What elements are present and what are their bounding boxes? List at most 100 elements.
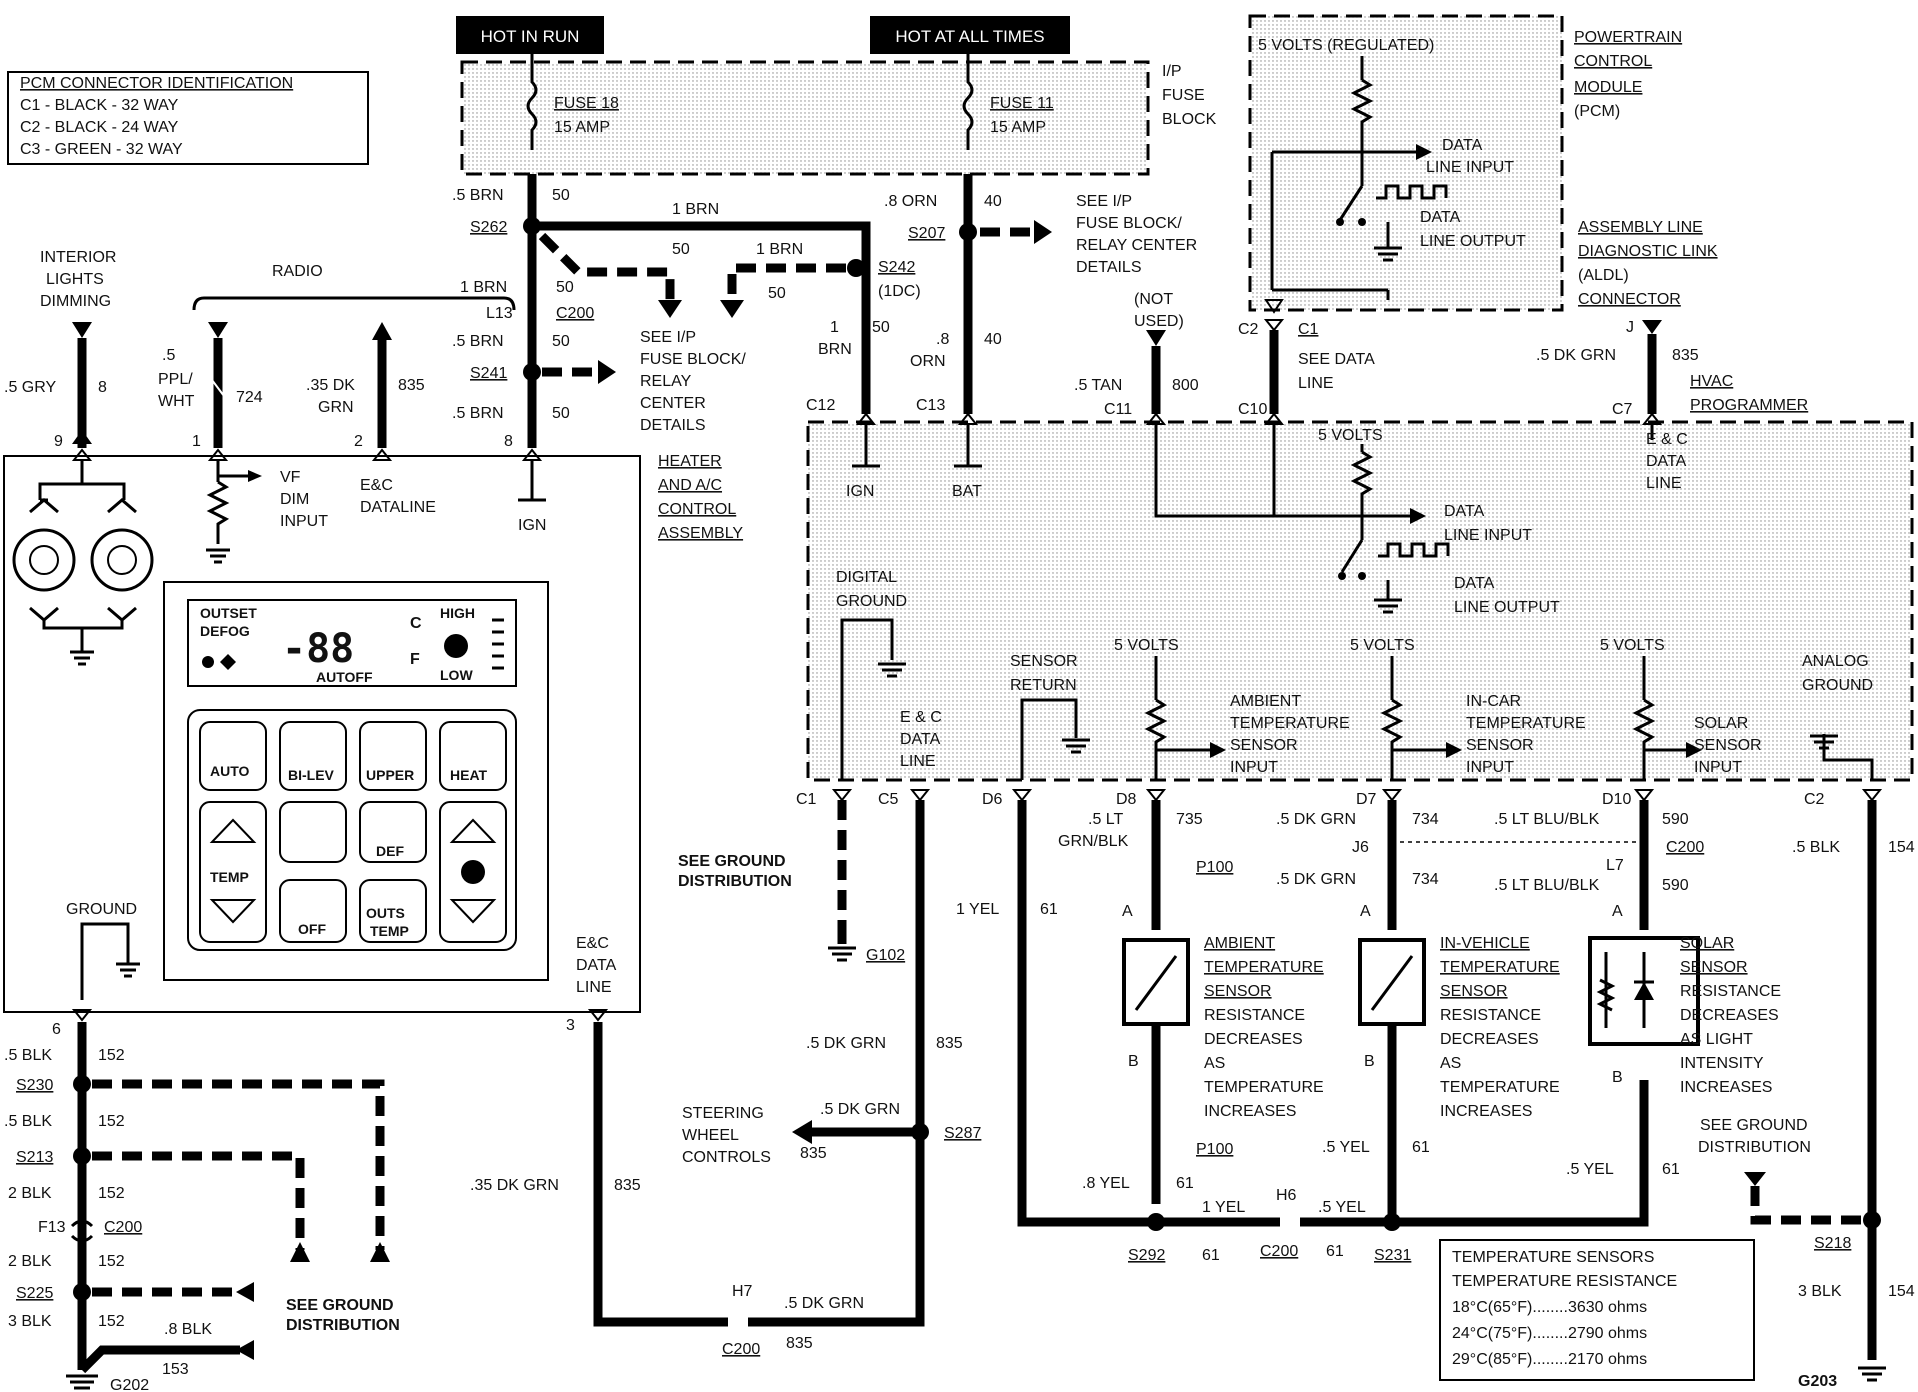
svg-text:FUSE BLOCK/: FUSE BLOCK/ xyxy=(1076,215,1182,232)
svg-text:ASSEMBLY LINE: ASSEMBLY LINE xyxy=(1578,219,1703,236)
svg-text:61: 61 xyxy=(1202,1247,1220,1264)
svg-text:61: 61 xyxy=(1412,1139,1430,1156)
svg-text:GROUND: GROUND xyxy=(66,901,137,918)
fan-up-icon xyxy=(449,818,497,843)
svg-text:C200: C200 xyxy=(722,1341,760,1358)
svg-text:SEE GROUND: SEE GROUND xyxy=(678,853,786,870)
hot-at-all-times-label: HOT AT ALL TIMES xyxy=(895,27,1044,46)
svg-text:835: 835 xyxy=(1672,347,1699,364)
svg-text:RELAY CENTER: RELAY CENTER xyxy=(1076,237,1197,254)
svg-text:AS: AS xyxy=(1440,1055,1461,1072)
svg-text:F: F xyxy=(410,651,420,668)
svg-text:TEMPERATURE: TEMPERATURE xyxy=(1440,959,1560,976)
hot-in-run-header: HOT IN RUN xyxy=(456,16,604,54)
svg-text:DEFOG: DEFOG xyxy=(200,623,250,639)
svg-text:2 BLK: 2 BLK xyxy=(8,1185,52,1202)
svg-text:SEE I/P: SEE I/P xyxy=(640,329,696,346)
svg-text:DETAILS: DETAILS xyxy=(1076,259,1142,276)
svg-text:C12: C12 xyxy=(806,397,835,414)
svg-text:RETURN: RETURN xyxy=(1010,677,1077,694)
svg-text:SEE DATA: SEE DATA xyxy=(1298,351,1375,368)
svg-text:INCREASES: INCREASES xyxy=(1680,1079,1772,1096)
svg-text:.8 YEL: .8 YEL xyxy=(1082,1175,1130,1192)
svg-text:C2: C2 xyxy=(1238,321,1259,338)
svg-text:2 BLK: 2 BLK xyxy=(8,1253,52,1270)
svg-text:735: 735 xyxy=(1176,811,1203,828)
svg-text:L7: L7 xyxy=(1606,857,1624,874)
svg-text:SOLAR: SOLAR xyxy=(1680,935,1734,952)
pcm-dlo-1: DATA xyxy=(1420,209,1461,226)
svg-text:.5: .5 xyxy=(162,347,175,364)
svg-text:ANALOG: ANALOG xyxy=(1802,653,1869,670)
svg-text:1 YEL: 1 YEL xyxy=(956,901,999,918)
svg-text:.35 DK GRN: .35 DK GRN xyxy=(470,1177,559,1194)
outside-temp-button[interactable] xyxy=(359,879,427,943)
hot-in-run-label: HOT IN RUN xyxy=(481,27,580,46)
svg-text:.5 BLK: .5 BLK xyxy=(1792,839,1840,856)
svg-text:.5 BRN: .5 BRN xyxy=(452,187,504,204)
svg-text:J6: J6 xyxy=(1352,839,1369,856)
svg-text:G102: G102 xyxy=(866,947,905,964)
upper-button[interactable] xyxy=(359,721,427,791)
svg-text:E & C: E & C xyxy=(1646,431,1688,448)
off-button[interactable] xyxy=(279,879,347,943)
auto-button[interactable] xyxy=(199,721,267,791)
def-button[interactable] xyxy=(359,801,427,863)
svg-text:L13: L13 xyxy=(486,305,513,322)
svg-text:INCREASES: INCREASES xyxy=(1204,1103,1296,1120)
svg-text:INPUT: INPUT xyxy=(280,513,328,530)
fuse-11-amp: 15 AMP xyxy=(990,119,1046,136)
svg-text:E & C: E & C xyxy=(900,709,942,726)
svg-text:WHEEL: WHEEL xyxy=(682,1127,739,1144)
svg-text:61: 61 xyxy=(1176,1175,1194,1192)
svg-text:C1: C1 xyxy=(796,791,817,808)
svg-text:AND A/C: AND A/C xyxy=(658,477,722,494)
svg-text:C5: C5 xyxy=(878,791,899,808)
hvac-internals: IGN BAT 5 VOLTS DATA LINE INPUT DATA LIN… xyxy=(836,412,1874,780)
svg-text:590: 590 xyxy=(1662,877,1689,894)
svg-text:835: 835 xyxy=(398,377,425,394)
svg-text:5 VOLTS: 5 VOLTS xyxy=(1600,637,1665,654)
svg-text:ORN: ORN xyxy=(910,353,946,370)
svg-text:40: 40 xyxy=(984,331,1002,348)
svg-text:CONNECTOR: CONNECTOR xyxy=(1578,291,1681,308)
svg-text:SOLAR: SOLAR xyxy=(1694,715,1748,732)
svg-text:AUTOFF: AUTOFF xyxy=(316,669,373,685)
heat-button[interactable] xyxy=(439,721,507,791)
svg-text:B: B xyxy=(1128,1053,1139,1070)
svg-text:154: 154 xyxy=(1888,839,1915,856)
svg-text:5 VOLTS: 5 VOLTS xyxy=(1350,637,1415,654)
svg-text:SEE GROUND: SEE GROUND xyxy=(1700,1117,1808,1134)
svg-text:.5 BLK: .5 BLK xyxy=(4,1047,52,1064)
svg-text:RESISTANCE: RESISTANCE xyxy=(1680,983,1781,1000)
svg-text:GROUND: GROUND xyxy=(836,593,907,610)
svg-text:DATA: DATA xyxy=(1646,453,1687,470)
svg-text:.8 ORN: .8 ORN xyxy=(884,193,937,210)
svg-text:PROGRAMMER: PROGRAMMER xyxy=(1690,397,1808,414)
svg-text:E&C: E&C xyxy=(576,935,609,952)
svg-text:SENSOR: SENSOR xyxy=(1694,737,1762,754)
svg-text:.5 DK GRN: .5 DK GRN xyxy=(820,1101,900,1118)
floor-defog-button[interactable] xyxy=(279,801,347,863)
fan-display-icon xyxy=(444,634,468,658)
svg-text:D6: D6 xyxy=(982,791,1003,808)
svg-text:8: 8 xyxy=(504,433,513,450)
svg-text:INPUT: INPUT xyxy=(1466,759,1514,776)
pcm-title-3: MODULE xyxy=(1574,79,1642,96)
svg-text:1 BRN: 1 BRN xyxy=(756,241,803,258)
hot-at-all-times-header: HOT AT ALL TIMES xyxy=(870,16,1070,54)
svg-text:DECREASES: DECREASES xyxy=(1204,1031,1303,1048)
svg-text:BI-LEV: BI-LEV xyxy=(288,767,335,783)
svg-text:HEAT: HEAT xyxy=(450,767,488,783)
pcm-id-c3: C3 - GREEN - 32 WAY xyxy=(20,141,183,158)
control-panel: OUTSET DEFOG -88 C F HIGH LOW AUTOFF AUT… xyxy=(163,581,549,981)
table-title-2: TEMPERATURE RESISTANCE xyxy=(1452,1273,1677,1290)
svg-text:B: B xyxy=(1364,1053,1375,1070)
svg-text:.5 BRN: .5 BRN xyxy=(452,333,504,350)
bilevel-button[interactable] xyxy=(279,721,347,791)
svg-text:ASSEMBLY: ASSEMBLY xyxy=(658,525,743,542)
svg-text:RESISTANCE: RESISTANCE xyxy=(1204,1007,1305,1024)
pcm-id-c2: C2 - BLACK - 24 WAY xyxy=(20,119,179,136)
svg-text:.5 LT BLU/BLK: .5 LT BLU/BLK xyxy=(1494,877,1600,894)
svg-text:.5 LT: .5 LT xyxy=(1088,811,1124,828)
